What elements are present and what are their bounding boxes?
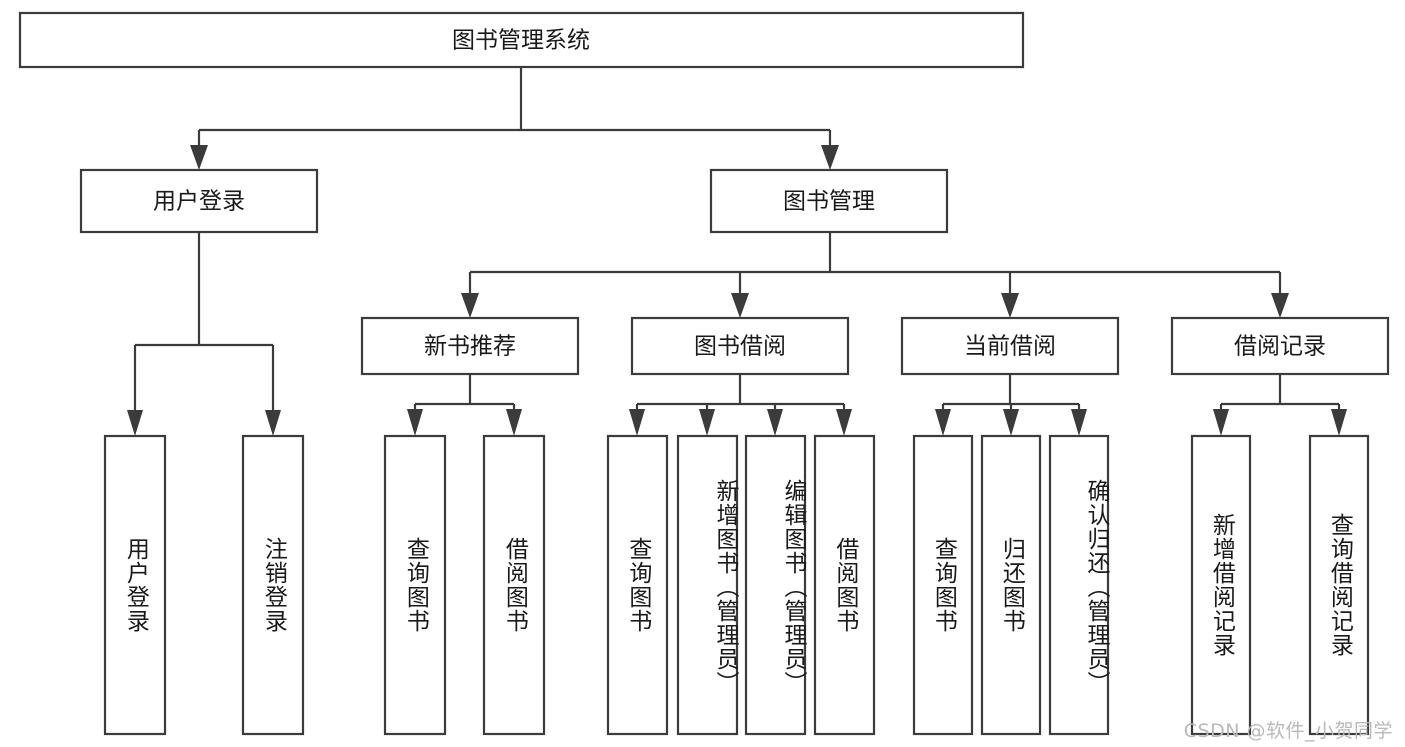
node-leaf-borrow-book-borrow[interactable] xyxy=(813,434,876,736)
node-level3-new-book-recommend-label: 新书推荐 xyxy=(424,334,516,360)
node-leaf-add-book-admin[interactable] xyxy=(676,434,739,736)
node-leaf-query-borrow-record[interactable] xyxy=(1308,434,1370,736)
node-level3-borrow-record-label: 借阅记录 xyxy=(1234,334,1326,360)
node-level2-book-management-label: 图书管理 xyxy=(783,189,875,215)
connector-group-user-login-to-leaves xyxy=(127,232,281,436)
arrowhead-leaf-return-book xyxy=(1003,409,1019,436)
arrowhead-leaf-user-login xyxy=(127,410,143,436)
arrowhead-leaf-logout xyxy=(265,410,281,436)
node-leaf-confirm-return-admin[interactable] xyxy=(1048,434,1110,736)
connector-group-current-borrow-to-leaves xyxy=(935,374,1087,436)
node-leaf-query-book-recommend[interactable] xyxy=(383,434,447,736)
arrowhead-new-book-recommend xyxy=(461,293,479,318)
node-level3-book-borrow[interactable] xyxy=(630,316,850,376)
arrowhead-book-borrow xyxy=(731,293,749,318)
connector-group-book-borrow-to-leaves xyxy=(629,374,852,436)
node-leaf-user-login[interactable] xyxy=(103,434,167,736)
arrowhead-leaf-confirm-return xyxy=(1071,409,1087,436)
node-leaf-add-borrow-record[interactable] xyxy=(1190,434,1252,736)
node-level2-user-login-label: 用户登录 xyxy=(153,189,245,215)
arrowhead-leaf-borrow-book-1 xyxy=(506,409,522,436)
node-level3-book-borrow-label: 图书借阅 xyxy=(694,334,786,360)
arrowhead-current-borrow xyxy=(1001,293,1019,318)
node-leaf-logout[interactable] xyxy=(241,434,305,736)
arrowhead-leaf-query-book-1 xyxy=(407,409,423,436)
node-root-label: 图书管理系统 xyxy=(452,28,590,54)
arrowhead-leaf-query-book-2 xyxy=(629,409,645,436)
arrowhead-leaf-query-book-3 xyxy=(935,409,951,436)
node-level3-current-borrow-label: 当前借阅 xyxy=(964,334,1056,360)
node-leaf-query-book-borrow[interactable] xyxy=(606,434,669,736)
node-leaf-edit-book-admin[interactable] xyxy=(744,434,807,736)
node-level2-user-login[interactable] xyxy=(79,168,319,234)
node-level3-borrow-record[interactable] xyxy=(1170,316,1390,376)
arrowhead-leaf-add-record xyxy=(1213,409,1229,436)
node-level3-new-book-recommend[interactable] xyxy=(360,316,580,376)
node-root-book-management-system[interactable] xyxy=(18,11,1025,69)
node-leaf-return-book[interactable] xyxy=(980,434,1042,736)
connector-group-book-manage-to-level3 xyxy=(461,232,1289,318)
arrowhead-leaf-add-book xyxy=(699,409,715,436)
node-leaf-query-book-current[interactable] xyxy=(912,434,974,736)
arrowhead-leaf-edit-book xyxy=(767,409,783,436)
arrowhead-leaf-borrow-book-2 xyxy=(836,409,852,436)
arrowhead-borrow-record xyxy=(1271,293,1289,318)
connector-group-root-to-level2 xyxy=(190,67,839,170)
arrowhead-book-manage xyxy=(821,145,839,170)
connector-group-borrow-record-to-leaves xyxy=(1213,374,1347,436)
node-level2-book-management[interactable] xyxy=(709,168,949,234)
arrowhead-leaf-query-record xyxy=(1331,409,1347,436)
arrowhead-user-login xyxy=(190,145,208,170)
watermark-text: CSDN @软件_小贺同学 xyxy=(1183,720,1393,742)
node-leaf-borrow-book-recommend[interactable] xyxy=(482,434,546,736)
node-level3-current-borrow[interactable] xyxy=(900,316,1120,376)
connector-group-new-book-to-leaves xyxy=(407,374,522,436)
